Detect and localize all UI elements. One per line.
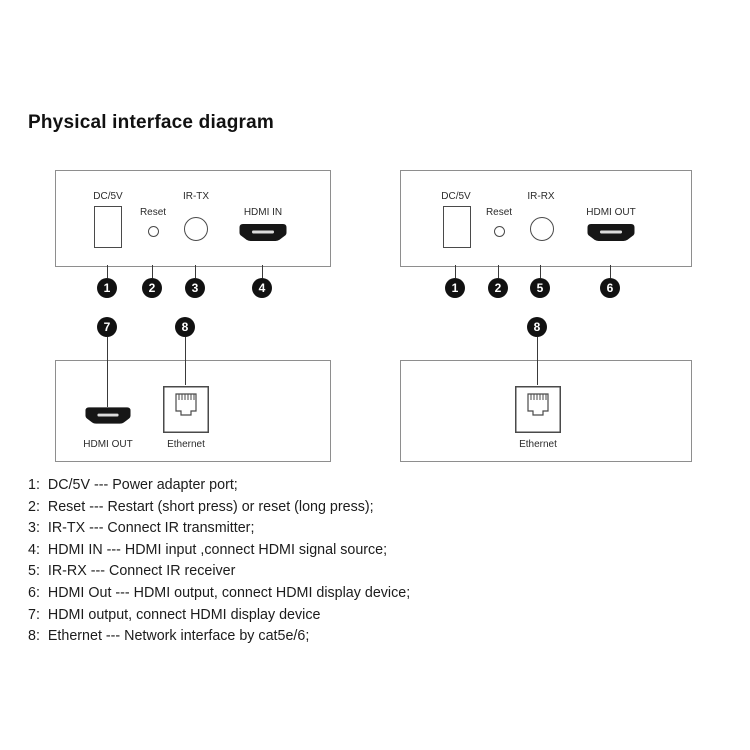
connector-line <box>195 265 196 278</box>
legend-item-3: 3: IR-TX --- Connect IR transmitter; <box>28 520 255 537</box>
page-title: Physical interface diagram <box>28 112 274 133</box>
ethernet-port-icon <box>163 386 209 433</box>
hdmi-out-port-icon <box>85 407 131 424</box>
dc-port <box>94 206 122 248</box>
hdmi-in-port-label: HDMI IN <box>243 207 283 218</box>
marker-3: 3 <box>185 278 205 298</box>
hdmi-out-port-label: HDMI OUT <box>586 207 636 218</box>
dc-port-label: DC/5V <box>441 191 471 202</box>
marker-6: 6 <box>600 278 620 298</box>
marker-4: 4 <box>252 278 272 298</box>
marker-1: 1 <box>97 278 117 298</box>
connector-line <box>152 265 153 278</box>
reset-button-port <box>494 226 505 237</box>
ethernet-port-icon <box>515 386 561 433</box>
ir-tx-port <box>184 217 208 241</box>
legend-item-4: 4: HDMI IN --- HDMI input ,connect HDMI … <box>28 541 388 558</box>
connector-line <box>185 337 186 385</box>
connector-line <box>540 265 541 278</box>
ir-rx-port-label: IR-RX <box>527 191 555 202</box>
connector-line <box>262 265 263 278</box>
reset-port-label: Reset <box>139 207 167 218</box>
ir-tx-port-label: IR-TX <box>182 191 210 202</box>
rx-panel-bottom: Ethernet <box>400 360 692 462</box>
marker-5: 5 <box>530 278 550 298</box>
connector-line <box>498 265 499 278</box>
marker-8: 8 <box>175 317 195 337</box>
ethernet-port-label: Ethernet <box>167 439 205 450</box>
connector-line <box>610 265 611 278</box>
legend-item-2: 2: Reset --- Restart (short press) or re… <box>28 498 374 515</box>
marker-8: 8 <box>527 317 547 337</box>
connector-line <box>455 265 456 278</box>
marker-7: 7 <box>97 317 117 337</box>
marker-1: 1 <box>445 278 465 298</box>
reset-button-port <box>148 226 159 237</box>
connector-line <box>107 265 108 278</box>
dc-port <box>443 206 471 248</box>
legend-item-6: 6: HDMI Out --- HDMI output, connect HDM… <box>28 584 411 601</box>
ethernet-port-label: Ethernet <box>519 439 557 450</box>
legend-item-7: 7: HDMI output, connect HDMI display dev… <box>28 606 321 623</box>
tx-panel-bottom: HDMI OUT Ethernet <box>55 360 331 462</box>
ir-rx-port <box>530 217 554 241</box>
connector-line <box>537 337 538 385</box>
tx-panel-top: DC/5V Reset IR-TX HDMI IN <box>55 170 331 267</box>
hdmi-out-port-label: HDMI OUT <box>83 439 133 450</box>
reset-port-label: Reset <box>485 207 513 218</box>
marker-2: 2 <box>142 278 162 298</box>
hdmi-in-port-icon <box>239 224 287 241</box>
hdmi-out-port-icon <box>587 224 635 241</box>
dc-port-label: DC/5V <box>93 191 123 202</box>
connector-line <box>107 337 108 407</box>
legend-item-1: 1: DC/5V --- Power adapter port; <box>28 477 238 493</box>
legend-item-5: 5: IR-RX --- Connect IR receiver <box>28 563 236 580</box>
rx-panel-top: DC/5V Reset IR-RX HDMI OUT <box>400 170 692 267</box>
legend-item-8: 8: Ethernet --- Network interface by cat… <box>28 628 310 645</box>
marker-2: 2 <box>488 278 508 298</box>
legend: 1: DC/5V --- Power adapter port; 2: Rese… <box>28 475 410 648</box>
